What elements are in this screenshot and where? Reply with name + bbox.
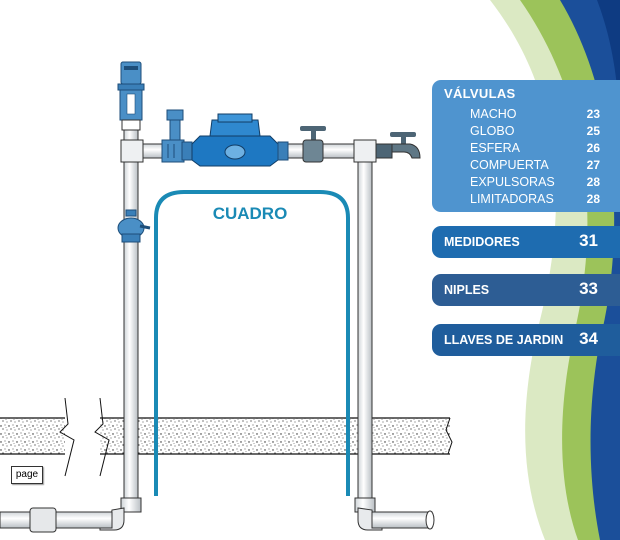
- ground-slab: [0, 397, 453, 477]
- valvula-page: 26: [586, 141, 600, 155]
- category-page: 31: [579, 231, 598, 250]
- valvulas-item-compuerta[interactable]: COMPUERTA 27: [470, 158, 610, 172]
- valvula-label: GLOBO: [470, 124, 515, 138]
- valvula-page: 25: [586, 124, 600, 138]
- right-tee: [353, 139, 377, 163]
- valvulas-item-esfera[interactable]: ESFERA 26: [470, 141, 610, 155]
- valvulas-item-globo[interactable]: GLOBO 25: [470, 124, 610, 138]
- cuadro-label: CUADRO: [213, 204, 288, 223]
- niples-link[interactable]: NIPLES 33: [432, 274, 620, 306]
- valvula-page: 27: [586, 158, 600, 172]
- valvulas-title: VÁLVULAS: [444, 86, 516, 101]
- ball-valve-icon: [117, 209, 151, 243]
- air-valve-icon: [117, 61, 145, 131]
- valvulas-item-limitadoras[interactable]: LIMITADORAS 28: [470, 192, 610, 206]
- valvula-label: EXPULSORAS: [470, 175, 555, 189]
- valvulas-item-expulsoras[interactable]: EXPULSORAS 28: [470, 175, 610, 189]
- valvula-label: MACHO: [470, 107, 517, 121]
- left-elbow: [120, 139, 144, 163]
- valvula-page: 28: [586, 192, 600, 206]
- category-label: MEDIDORES: [444, 235, 520, 249]
- valvula-label: LIMITADORAS: [470, 192, 554, 206]
- faucet-icon: [375, 132, 421, 159]
- llaves-de-jardin-link[interactable]: LLAVES DE JARDIN 34: [432, 324, 620, 356]
- page-tag[interactable]: page: [11, 466, 43, 484]
- gate-valve-icon: [300, 126, 326, 163]
- right-riser-pipe: [354, 151, 435, 531]
- category-page: 33: [579, 279, 598, 298]
- category-page: 34: [579, 329, 598, 348]
- cuadro-outline: [154, 190, 350, 496]
- valvula-label: COMPUERTA: [470, 158, 549, 172]
- check-valve-icon: [161, 109, 185, 163]
- category-label: NIPLES: [444, 283, 490, 297]
- valvula-page: 28: [586, 175, 600, 189]
- valvulas-item-macho[interactable]: MACHO 23: [470, 107, 610, 121]
- valvula-label: ESFERA: [470, 141, 521, 155]
- category-label: LLAVES DE JARDIN: [444, 333, 564, 347]
- valvulas-menu: VÁLVULAS MACHO 23 GLOBO 25 ESFERA 26 COM…: [432, 80, 620, 212]
- valvula-page: 23: [586, 107, 600, 121]
- water-meter-icon: [181, 113, 289, 167]
- medidores-link[interactable]: MEDIDORES 31: [432, 226, 620, 258]
